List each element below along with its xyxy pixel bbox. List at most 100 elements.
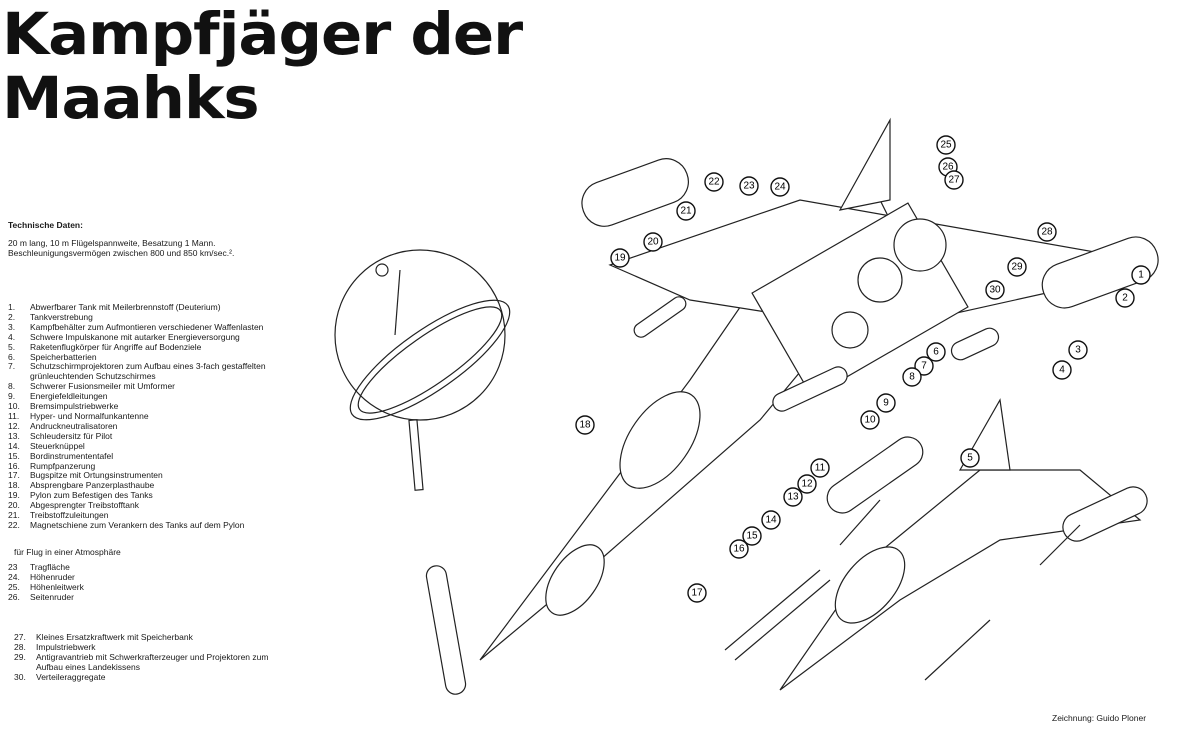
callout-number: 30 (989, 285, 1001, 296)
part-label: Höhenleitwerk (30, 581, 84, 592)
callout-9: 9 (876, 393, 896, 413)
part-label: Tankverstrebung (30, 311, 93, 322)
part-item: 3.Kampfbehälter zum Aufmontieren verschi… (8, 321, 278, 333)
callout-15: 15 (742, 526, 762, 546)
callout-29: 29 (1007, 257, 1027, 277)
part-label: Verteileraggregate (36, 671, 106, 682)
callout-number: 20 (647, 237, 659, 248)
part-number: 30. (14, 671, 26, 682)
callout-number: 12 (801, 479, 813, 490)
part-item: 24.Höhenruder (8, 571, 268, 583)
part-number: 21. (8, 510, 20, 521)
title-line-1: Kampfjäger der (2, 0, 523, 68)
part-item: 7. Schutzschirmprojektoren zum Aufbau ein… (8, 362, 278, 382)
part-label: Andruckneutralisatoren (30, 420, 118, 431)
extra-parts-list: 27.Kleines Ersatzkraftwerk mit Speicherb… (14, 632, 284, 683)
callout-12: 12 (797, 474, 817, 494)
tech-data-heading: Technische Daten: (8, 220, 83, 230)
part-number: 7. (8, 361, 16, 372)
part-number: 18. (8, 480, 20, 491)
title-line-2: Maahks (2, 64, 260, 132)
part-item: 15.Bordinstrumententafel (8, 450, 278, 462)
part-label: Tragfläche (30, 562, 70, 572)
part-number: 26. (8, 591, 20, 602)
callout-number: 6 (933, 347, 939, 358)
part-number: 13. (8, 430, 20, 441)
part-item: 17.Bugspitze mit Ortungsinstrumenten (8, 471, 278, 481)
callout-22: 22 (704, 172, 724, 192)
callout-number: 29 (1011, 262, 1023, 273)
part-label: Bremsimpulstriebwerke (30, 401, 119, 412)
fighter-second-view (779, 398, 1148, 691)
part-item: 28.Impulstriebwerk (14, 642, 284, 653)
part-item: 29.Antigravantrieb mit Schwerkrafterzeug… (14, 651, 284, 673)
atmosphere-heading: für Flug in einer Atmosphäre (14, 547, 121, 557)
part-number: 29. (14, 651, 26, 662)
callout-27: 27 (944, 170, 964, 190)
part-item: 8. Schwerer Fusionsmeiler mit Umformer (8, 381, 278, 392)
callout-7: 7 (914, 356, 934, 376)
part-number: 8. (8, 381, 16, 392)
part-label: Bordinstrumententafel (30, 450, 114, 461)
part-number: 12. (8, 420, 20, 431)
callout-number: 28 (1041, 227, 1053, 238)
part-label: Speicherbatterien (30, 351, 97, 362)
drawing-credit: Zeichnung: Guido Ploner (1052, 713, 1147, 723)
part-label: Schwerer Fusionsmeiler mit Umformer (30, 381, 175, 392)
part-item: 9.Energiefeldleitungen (8, 391, 278, 402)
part-number: 22. (8, 519, 20, 530)
part-item: 27.Kleines Ersatzkraftwerk mit Speicherb… (14, 632, 284, 643)
callout-number: 24 (774, 182, 786, 193)
part-item: 25. Höhenleitwerk (8, 581, 268, 593)
part-label: Treibstoffzuleitungen (30, 510, 109, 521)
callout-30: 30 (985, 280, 1005, 300)
callout-28: 28 (1037, 222, 1057, 242)
part-label: Magnetschiene zum Verankern des Tanks au… (30, 519, 245, 530)
callout-number: 14 (765, 515, 777, 526)
callout-number: 22 (708, 177, 720, 188)
part-item: 18.Absprengbare Panzerplasthaube (8, 480, 278, 491)
part-item: 26. Seitenruder (8, 591, 268, 603)
part-number: 25. (8, 581, 20, 592)
callout-11: 11 (810, 458, 830, 478)
fighter-cutaway (479, 117, 1159, 661)
callout-number: 19 (614, 253, 626, 264)
callout-18: 18 (575, 415, 595, 435)
part-label: Kampfbehälter zum Aufmontieren verschied… (30, 321, 264, 332)
part-number: 14. (8, 440, 20, 451)
part-number: 9. (8, 391, 16, 402)
callout-number: 2 (1122, 293, 1128, 304)
part-label: Seitenruder (30, 591, 74, 602)
tech-data-text: 20 m lang, 10 m Flügelspannweite, Besatz… (8, 238, 235, 258)
callout-number: 7 (921, 361, 927, 372)
part-item: 4.Schwere Impulskanone mit autarker Ener… (8, 332, 278, 343)
callout-number: 25 (940, 140, 952, 151)
part-label: Pylon zum Befestigen des Tanks (30, 490, 153, 501)
part-label: Hyper- und Normalfunkantenne (30, 410, 149, 421)
part-label: Höhenruder (30, 571, 75, 582)
callout-number: 26 (942, 162, 954, 173)
callout-number: 9 (883, 398, 889, 409)
callout-number: 10 (864, 415, 876, 426)
part-label: Raketenflugkörper für Angriffe auf Boden… (30, 341, 202, 352)
callout-number: 16 (733, 544, 745, 555)
part-number: 11. (8, 410, 20, 421)
callout-21: 21 (676, 201, 696, 221)
callout-25: 25 (936, 135, 956, 155)
part-label: Schutzschirmprojektoren zum Aufbau eines… (30, 361, 266, 382)
callout-3: 3 (1068, 340, 1088, 360)
page-title: Kampfjäger der Maahks (2, 0, 523, 132)
part-label: Rumpfpanzerung (30, 460, 96, 471)
part-item: 10.Bremsimpulstriebwerke (8, 401, 278, 412)
callout-number: 8 (909, 372, 915, 383)
part-label: Kleines Ersatzkraftwerk mit Speicherbank (36, 632, 193, 642)
callout-1: 1 (1131, 265, 1151, 285)
callout-number: 21 (680, 206, 692, 217)
part-item: 20.Abgesprengter Treibstofftank (8, 500, 278, 511)
part-item: 12. Andruckneutralisatoren (8, 420, 278, 432)
callout-5: 5 (960, 448, 980, 468)
callout-8: 8 (902, 367, 922, 387)
